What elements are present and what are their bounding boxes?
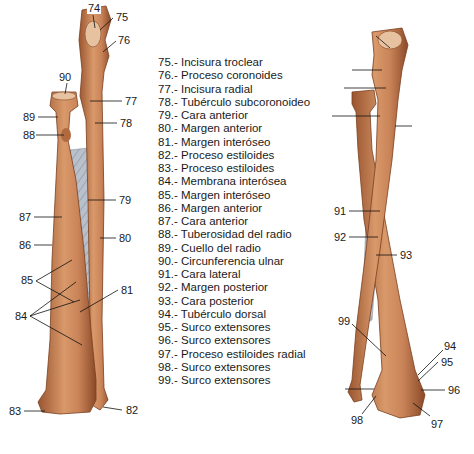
legend-item-text: 93.- Cara posterior: [158, 295, 254, 308]
callout-number: 84: [14, 310, 28, 322]
legend-item-text: 84.- Membrana interósea: [158, 175, 286, 188]
legend-item-text: 80.- Margen anterior: [158, 122, 262, 135]
legend-item-text: 76.- Proceso coronoides: [158, 69, 283, 82]
callout-number: 96: [447, 384, 461, 396]
callout-number: 88: [22, 129, 36, 141]
legend-item-text: 96.- Surco extensores: [158, 334, 271, 347]
callout-number: 74: [87, 2, 101, 14]
callout-number: 99: [337, 315, 351, 327]
legend-item-text: 91.- Cara lateral: [158, 268, 240, 281]
legend-item-text: 90.- Circunferencia ulnar: [158, 255, 284, 268]
callout-number: 93: [399, 249, 413, 261]
callout-number: 76: [117, 34, 131, 46]
callout-number: 82: [125, 404, 139, 416]
legend-item-text: 82.- Proceso estiloides: [158, 149, 274, 162]
legend-item-text: 83.- Proceso estiloides: [158, 162, 274, 175]
legend-item-text: 86.- Margen anterior: [158, 202, 262, 215]
callout-number: 89: [22, 111, 36, 123]
callout-number: 78: [119, 117, 133, 129]
callout-number: 98: [350, 414, 364, 426]
callout-number: 90: [58, 71, 72, 83]
legend-item-text: 97.- Proceso estiloides radial: [158, 348, 306, 361]
legend-item-text: 77.- Incisura radial: [158, 83, 253, 96]
legend-item-text: 79.- Cara anterior: [158, 109, 248, 122]
callout-number: 92: [333, 231, 347, 243]
callout-number: 81: [120, 284, 134, 296]
legend-item-text: 85.- Margen interóseo: [158, 189, 271, 202]
legend-item-text: 81.- Margen interóseo: [158, 136, 271, 149]
callout-number: 87: [18, 211, 32, 223]
callout-number: 79: [118, 194, 132, 206]
callout-number: 91: [333, 205, 347, 217]
callout-number: 80: [118, 232, 132, 244]
callout-number: 97: [430, 418, 444, 430]
legend-item-text: 89.- Cuello del radio: [158, 242, 261, 255]
legend-item-text: 92.- Margen posterior: [158, 281, 268, 294]
callout-number: 77: [124, 95, 138, 107]
legend-item-text: 75.- Incisura troclear: [158, 56, 263, 69]
legend-item-text: 87.- Cara anterior: [158, 215, 248, 228]
callout-number: 94: [443, 340, 457, 352]
callout-number: 95: [440, 356, 454, 368]
callout-number: 83: [8, 405, 22, 417]
callout-number: 85: [20, 274, 34, 286]
legend-item-text: 88.- Tuberosidad del radio: [158, 228, 292, 241]
callout-number: 75: [115, 11, 129, 23]
callout-number: 86: [18, 239, 32, 251]
legend-item-text: 94.- Tubérculo dorsal: [158, 308, 266, 321]
legend-item-text: 78.- Tubérculo subcoronoideo: [158, 96, 310, 109]
legend-item-text: 99.- Surco extensores: [158, 374, 271, 387]
legend-item-text: 98.- Surco extensores: [158, 361, 271, 374]
legend-item-text: 95.- Surco extensores: [158, 321, 271, 334]
